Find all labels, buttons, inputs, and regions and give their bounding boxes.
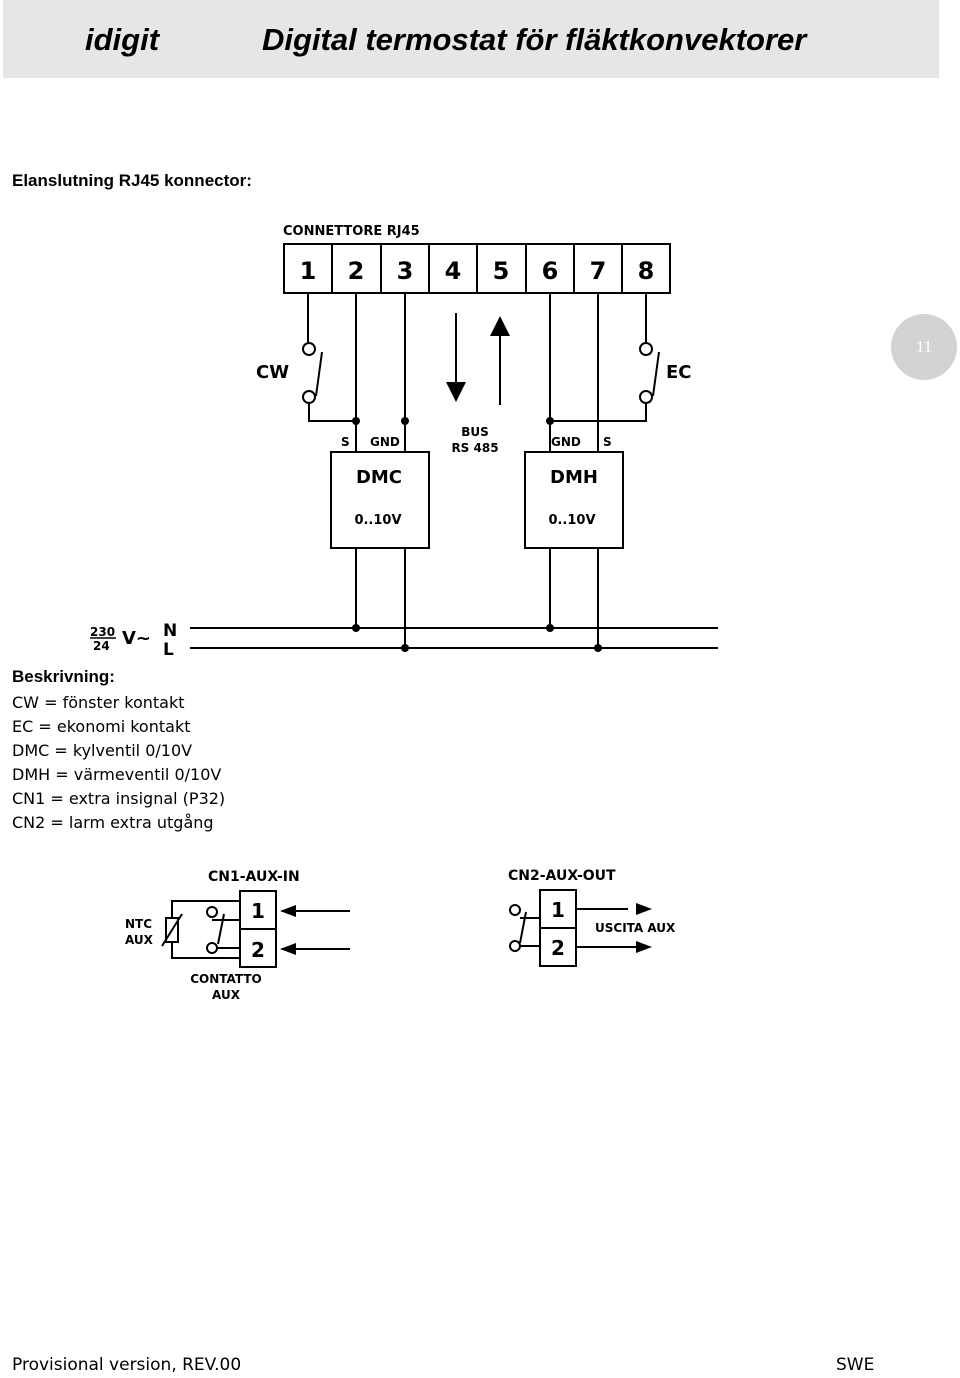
document-title: Digital termostat för fläktkonvektorer <box>262 22 807 57</box>
dmc-range: 0..10V <box>354 513 401 528</box>
cw-return-wire <box>308 403 356 422</box>
contact-label: AUX <box>212 988 241 1002</box>
ntc-label: NTC <box>125 917 152 931</box>
cn2-output-arrow-bottom <box>636 941 652 953</box>
cw-label: CW <box>256 362 289 383</box>
description-title: Beskrivning: <box>12 667 115 686</box>
footer-version: Provisional version, REV.00 <box>12 1355 242 1375</box>
ntc-slash <box>161 913 183 947</box>
rj45-pin-label: 3 <box>397 257 414 285</box>
dmh-s-label: S <box>603 435 612 449</box>
rj45-pin-label: 5 <box>493 257 510 285</box>
ec-switch-lever <box>652 351 660 397</box>
ec-return-wire <box>550 403 647 422</box>
junction-dot <box>546 624 554 632</box>
description-block: Beskrivning: CW = fönster kontakt EC = e… <box>12 667 225 835</box>
supply-voltage-bottom: 24 <box>93 639 110 653</box>
ntc-wire-top <box>171 900 240 918</box>
cn1-arrow-1 <box>280 905 296 917</box>
description-item: DMH = värmeventil 0/10V <box>12 765 222 784</box>
description-item: CW = fönster kontakt <box>12 693 185 712</box>
dmc-box <box>330 451 430 549</box>
dmc-name: DMC <box>356 467 402 488</box>
cn1-pin-label: 1 <box>251 899 265 923</box>
cn2-output-label: USCITA AUX <box>595 921 676 935</box>
junction-dot <box>594 644 602 652</box>
junction-dot <box>352 624 360 632</box>
footer-language: SWE <box>836 1355 875 1375</box>
ntc-wire-bottom <box>171 942 240 959</box>
dmc-gnd-label: GND <box>370 435 400 449</box>
ec-switch-bottom-contact <box>639 390 653 404</box>
aux-contact-bottom <box>206 942 218 954</box>
cn1-pin-label: 2 <box>251 938 265 962</box>
rj45-pin-label: 8 <box>638 257 655 285</box>
bus-label: BUS <box>461 425 489 439</box>
supply-voltage-top: 230 <box>90 625 115 639</box>
cn2-pin-label: 1 <box>551 898 565 922</box>
aux-contact-lever <box>217 913 225 945</box>
ntc-label: AUX <box>125 933 154 947</box>
junction-dot <box>546 417 554 425</box>
cn2-title: CN2-AUX-OUT <box>508 868 616 884</box>
description-item: EC = ekonomi kontakt <box>12 717 191 736</box>
dmh-range: 0..10V <box>548 513 595 528</box>
cn2-contact-bottom <box>509 940 521 952</box>
cn2-pin-label: 2 <box>551 936 565 960</box>
rj45-pin-label: 1 <box>300 257 317 285</box>
bus-label: RS 485 <box>451 441 498 455</box>
section-title: Elanslutning RJ45 konnector: <box>12 171 252 190</box>
contact-label: CONTATTO <box>190 972 262 986</box>
aux-contact-top <box>206 906 218 918</box>
supply-unit: V~ <box>122 628 151 649</box>
rj45-pin-label: 7 <box>590 257 607 285</box>
dmc-s-label: S <box>341 435 350 449</box>
description-list: CW = fönster kontakt EC = ekonomi kontak… <box>12 691 225 835</box>
description-item: CN2 = larm extra utgång <box>12 813 214 832</box>
brand-name: idigit <box>85 22 160 57</box>
cw-switch-bottom-contact <box>302 390 316 404</box>
page-header: idigit <box>3 0 939 78</box>
cn2-contact-top <box>509 904 521 916</box>
line-label: L <box>163 640 174 660</box>
cw-switch-top-contact <box>302 342 316 356</box>
rj45-pin-label: 4 <box>445 257 462 285</box>
cn1-title: CN1-AUX-IN <box>208 869 300 885</box>
cw-switch-lever <box>315 351 323 397</box>
dmh-name: DMH <box>550 467 598 488</box>
neutral-label: N <box>163 621 177 641</box>
cn1-arrow-2 <box>280 943 296 955</box>
cn2-output-arrow-top <box>636 903 652 915</box>
junction-dot <box>352 417 360 425</box>
dmh-gnd-label: GND <box>551 435 581 449</box>
rj45-title: CONNETTORE RJ45 <box>283 224 420 239</box>
cn2-contact-lever <box>519 911 527 944</box>
rj45-pin-label: 2 <box>348 257 365 285</box>
rj45-pin-label: 6 <box>542 257 559 285</box>
description-item: CN1 = extra insignal (P32) <box>12 789 226 808</box>
ec-label: EC <box>666 362 692 383</box>
junction-dot <box>401 644 409 652</box>
page-number-badge: 11 <box>891 314 957 380</box>
junction-dot <box>401 417 409 425</box>
description-item: DMC = kylventil 0/10V <box>12 741 193 760</box>
dmh-box <box>524 451 624 549</box>
ec-switch-top-contact <box>639 342 653 356</box>
